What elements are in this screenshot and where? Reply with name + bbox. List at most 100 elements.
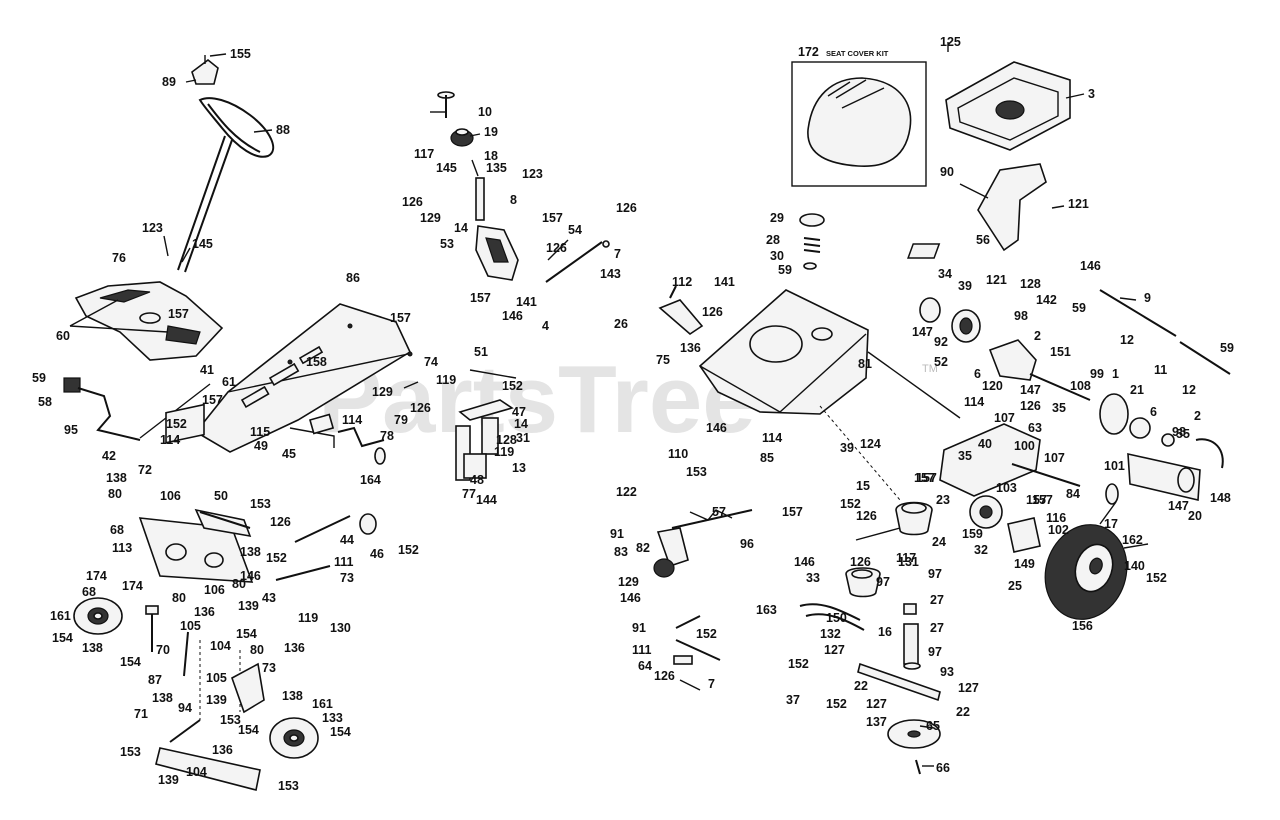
part-label: 129	[420, 211, 441, 225]
part-label: 51	[474, 345, 488, 359]
part-label: 61	[222, 375, 236, 389]
part-label: 79	[394, 413, 408, 427]
part-label: 97	[928, 645, 942, 659]
part-label: 13	[512, 461, 526, 475]
part-label: 100	[1014, 439, 1035, 453]
part-label: 24	[932, 535, 946, 549]
part-label: 136	[680, 341, 701, 355]
part-label: 145	[436, 161, 457, 175]
seat-bracket	[907, 163, 1047, 259]
part-label: 42	[102, 449, 116, 463]
part-label: 3	[1088, 87, 1095, 101]
part-label: 71	[134, 707, 148, 721]
part-label: 128	[496, 433, 517, 447]
part-label: 92	[934, 335, 948, 349]
part-label: 76	[112, 251, 126, 265]
part-label: 104	[186, 765, 207, 779]
part-label: 126	[702, 305, 723, 319]
part-label: 33	[806, 571, 820, 585]
frame-brackets-and-links	[289, 369, 517, 481]
part-label: 73	[262, 661, 276, 675]
part-label: 152	[788, 657, 809, 671]
part-label: 157	[542, 211, 563, 225]
part-label: 59	[1220, 341, 1234, 355]
part-label: 119	[436, 373, 456, 387]
part-label: 95	[64, 423, 78, 437]
part-label: 126	[1020, 399, 1041, 413]
part-label: 15	[856, 479, 870, 493]
part-label: 82	[636, 541, 650, 555]
part-label: 121	[1068, 197, 1089, 211]
part-label: 59	[32, 371, 46, 385]
part-label: 133	[322, 711, 343, 725]
part-label: 126	[850, 555, 871, 569]
part-label: 136	[284, 641, 305, 655]
part-label: 9	[1144, 291, 1151, 305]
part-label: 94	[178, 701, 192, 715]
part-label: 45	[282, 447, 296, 461]
part-label: 55	[1176, 427, 1190, 441]
part-label: 6	[1150, 405, 1157, 419]
part-label: 52	[934, 355, 948, 369]
rear-axle-and-brake	[919, 289, 1231, 553]
part-label: 83	[614, 545, 628, 559]
part-label: 157	[470, 291, 491, 305]
part-label: 125	[940, 35, 961, 49]
transmission-housing	[698, 289, 961, 501]
part-label: 152	[1146, 571, 1167, 585]
part-label: 84	[1066, 487, 1080, 501]
part-label: 103	[996, 481, 1017, 495]
part-label: 35	[958, 449, 972, 463]
part-label: 87	[148, 673, 162, 687]
part-label: 37	[786, 693, 800, 707]
seat-cover-kit-box: 172 SEAT COVER KIT	[791, 45, 927, 187]
part-label: 162	[1122, 533, 1143, 547]
part-label: 116	[1046, 511, 1066, 525]
part-label: 157	[168, 307, 189, 321]
part-label: 93	[940, 665, 954, 679]
part-label: 114	[160, 433, 180, 447]
part-label: 154	[238, 723, 259, 737]
part-label: 47	[512, 405, 526, 419]
part-label: 80	[172, 591, 186, 605]
footrest-plate	[69, 281, 224, 361]
part-label: 108	[1070, 379, 1091, 393]
part-label: 158	[306, 355, 327, 369]
part-label: 126	[654, 669, 675, 683]
part-label: 157	[916, 471, 937, 485]
part-label: 4	[542, 319, 549, 333]
part-label: 146	[502, 309, 523, 323]
part-label: 146	[1080, 259, 1101, 273]
part-label: 138	[282, 689, 303, 703]
part-label: 114	[964, 395, 984, 409]
part-label: 153	[250, 497, 271, 511]
part-label: 141	[714, 275, 735, 289]
part-label: 17	[1104, 517, 1118, 531]
part-label: 126	[546, 241, 567, 255]
part-label: 141	[516, 295, 537, 309]
part-label: 161	[50, 609, 71, 623]
part-label: 106	[204, 583, 225, 597]
part-label: 43	[262, 591, 276, 605]
part-label: 136	[212, 743, 233, 757]
part-label: 46	[370, 547, 384, 561]
part-label: 113	[112, 541, 132, 555]
part-label: 110	[668, 447, 688, 461]
part-label: 137	[866, 715, 887, 729]
main-frame-rail	[194, 303, 413, 453]
part-label: 157	[202, 393, 223, 407]
part-label: 174	[122, 579, 143, 593]
part-label: 12	[1120, 333, 1134, 347]
part-label: 139	[206, 693, 227, 707]
part-label: 120	[982, 379, 1003, 393]
part-label: 152	[696, 627, 717, 641]
part-label: 136	[194, 605, 215, 619]
part-label: 65	[926, 719, 940, 733]
part-label: 139	[238, 599, 259, 613]
part-label: 107	[994, 411, 1015, 425]
part-label: 147	[1168, 499, 1189, 513]
part-label: 114	[762, 431, 782, 445]
part-label: 117	[414, 147, 434, 161]
part-label: 126	[616, 201, 637, 215]
part-label: 155	[230, 47, 251, 61]
